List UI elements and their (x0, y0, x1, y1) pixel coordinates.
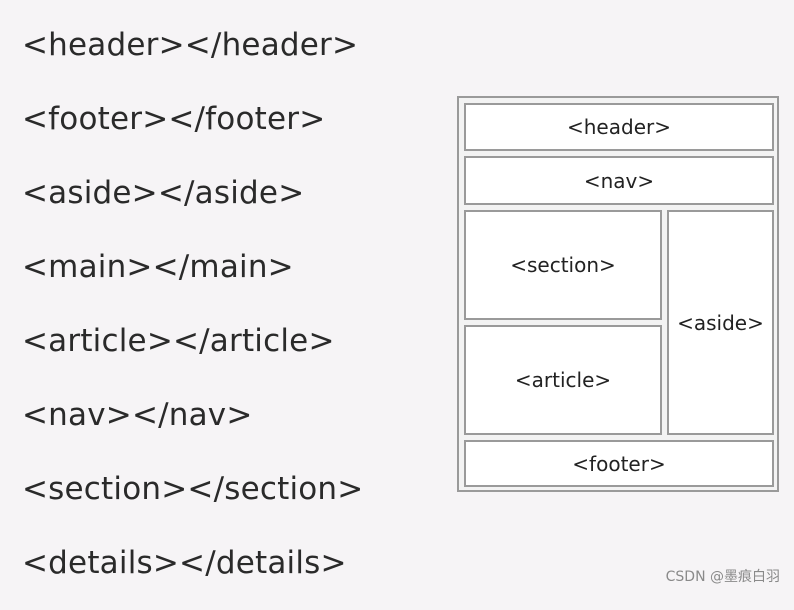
layout-diagram: <header> <nav> <section> <article> <asid… (457, 96, 779, 492)
layout-header-box: <header> (464, 103, 774, 151)
layout-aside-box: <aside> (667, 210, 774, 435)
tag-item-nav: <nav></nav> (22, 397, 253, 433)
tag-item-header: <header></header> (22, 27, 359, 63)
layout-nav-box: <nav> (464, 156, 774, 205)
tag-item-aside: <aside></aside> (22, 175, 305, 211)
layout-article-box: <article> (464, 325, 662, 435)
tag-item-details: <details></details> (22, 545, 347, 581)
layout-section-box: <section> (464, 210, 662, 320)
layout-footer-box: <footer> (464, 440, 774, 487)
tag-list: <header></header> <footer></footer> <asi… (22, 18, 363, 610)
tag-item-section: <section></section> (22, 471, 364, 507)
tag-item-main: <main></main> (22, 249, 294, 285)
tag-item-article: <article></article> (22, 323, 335, 359)
tag-item-footer: <footer></footer> (22, 101, 326, 137)
csdn-watermark: CSDN @墨痕白羽 (665, 569, 780, 585)
